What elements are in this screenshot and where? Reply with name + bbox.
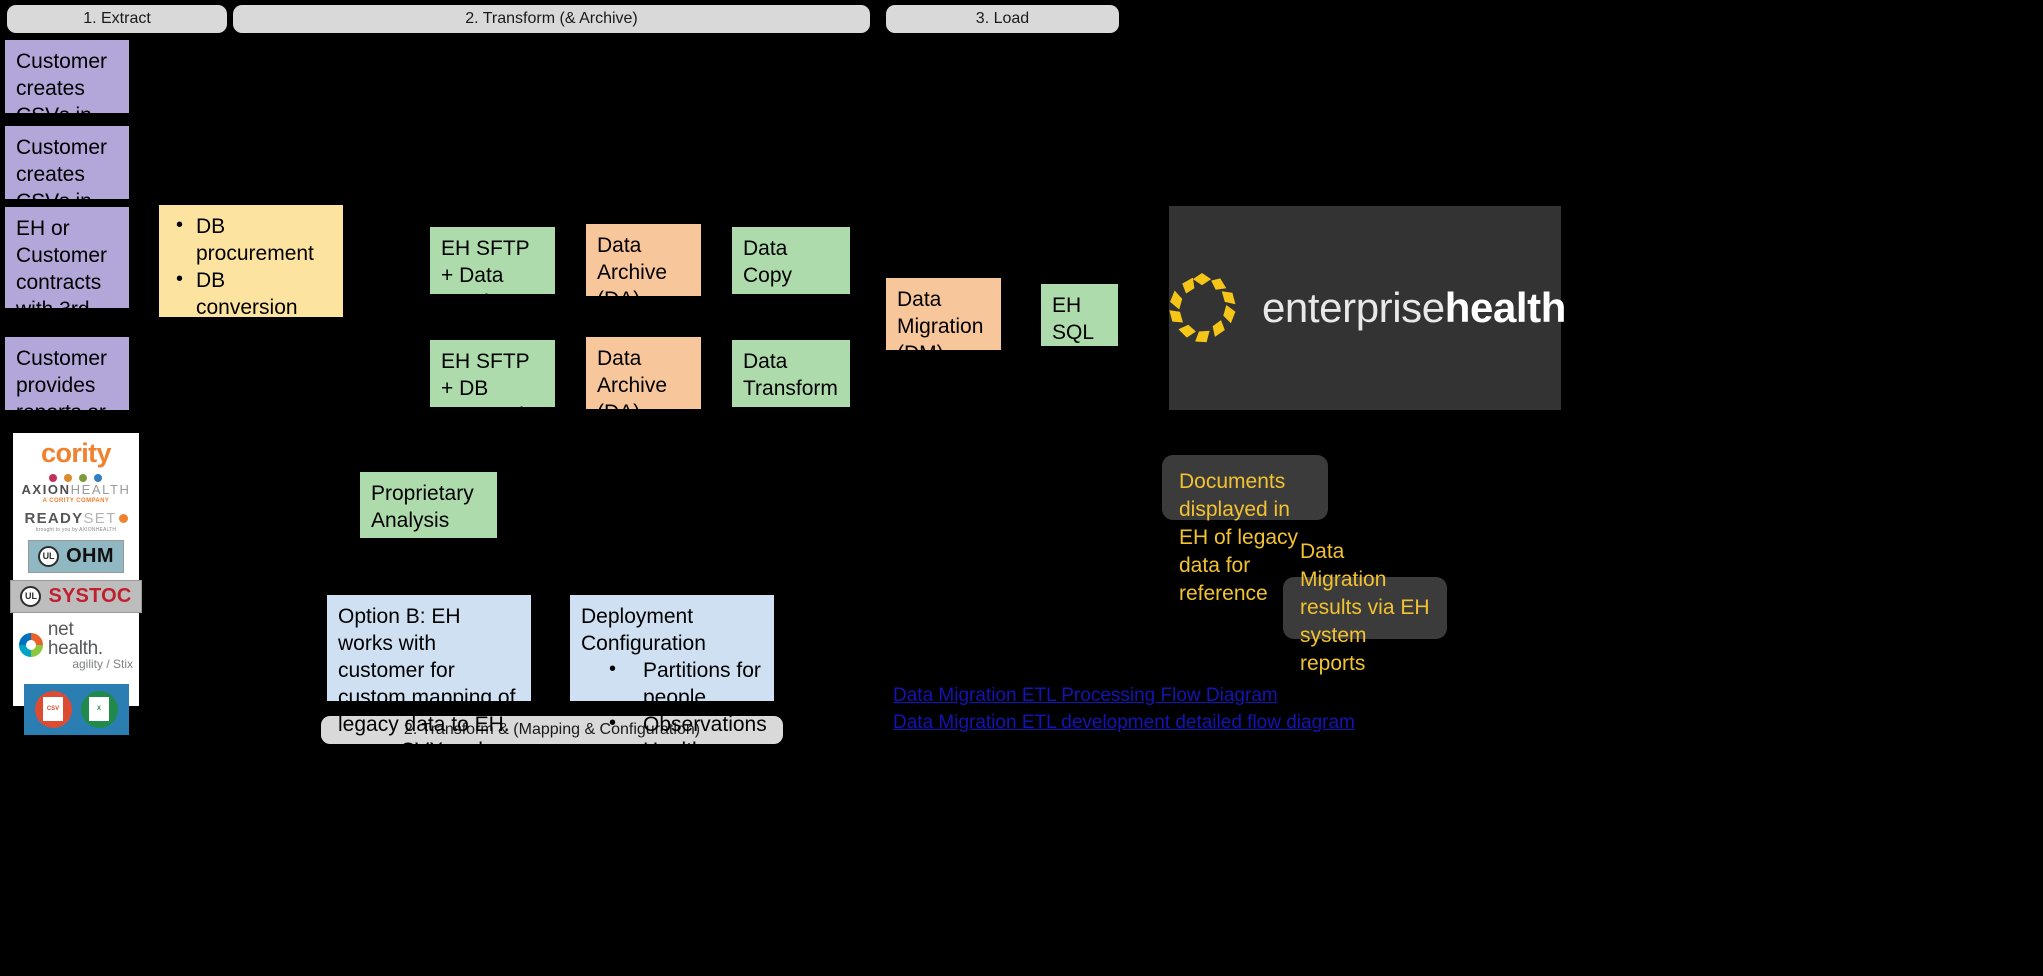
enterprise-health-wordmark: enterprisehealth xyxy=(1262,284,1566,332)
axion-word-bold: HEALTH xyxy=(70,482,131,497)
readyset-dot-icon xyxy=(118,513,128,523)
phase-label: 1. Extract xyxy=(83,10,151,27)
reference-links: Data Migration ETL Processing Flow Diagr… xyxy=(893,683,1355,737)
note-migration-results[interactable]: Data Migration results via EH system rep… xyxy=(1283,540,1447,675)
node-third-party-tasks[interactable]: DB procurement DB conversion Data mappin… xyxy=(159,205,343,480)
task-item: Data validation assistance xyxy=(170,401,332,483)
deployment-title: Deployment Configuration xyxy=(581,605,706,655)
node-text: Data Transform xyxy=(743,350,838,400)
node-data-migration-tables[interactable]: Data Migration (DM) Tables (data staged … xyxy=(886,278,1001,499)
phase-bar-transform-archive[interactable]: 2. Transform (& Archive) xyxy=(233,5,870,33)
ul-mark-icon: UL xyxy=(20,585,42,607)
readyset-tagline: brought to you by AXIONHEALTH xyxy=(35,526,117,533)
node-deployment-configuration[interactable]: Deployment Configuration Partitions for … xyxy=(570,595,774,816)
axion-health-logo: AXIONHEALTH A CORITY COMPANY xyxy=(21,474,130,504)
option-b-title: Option B: EH works with customer for cus… xyxy=(338,605,516,736)
phase-bar-load[interactable]: 3. Load xyxy=(886,5,1119,33)
node-data-archive-tables-2[interactable]: Data Archive (DA) Tables (data stored lo… xyxy=(586,337,701,558)
note-text: Data Migration results via EH system rep… xyxy=(1300,540,1430,675)
node-customer-csv-sql[interactable]: Customer creates CSVs in EH (SQL) API fo… xyxy=(5,126,129,267)
cority-logo: cority xyxy=(41,438,112,468)
node-text: EH SFTP + Data Feed to load as-is xyxy=(441,237,531,341)
enterprise-health-brand-panel: enterprisehealth xyxy=(1169,206,1566,410)
note-text: Documents displayed in EH of legacy data… xyxy=(1179,470,1299,605)
node-eh-sftp-db-conversion[interactable]: EH SFTP + DB Conversion tools xyxy=(430,340,555,454)
net-health-sub: agility / Stix xyxy=(72,656,133,671)
readyset-word-light: SET xyxy=(83,509,117,527)
node-text: Proprietary Analysis tools xyxy=(371,482,474,559)
option-b-list: CVX codes Observations xyxy=(338,737,524,792)
node-text: Data Migration (DM) Tables (data staged … xyxy=(897,288,991,500)
node-data-transform[interactable]: Data Transform xyxy=(732,340,850,407)
enterprise-health-sun-icon xyxy=(1169,273,1236,343)
node-customer-csv-frontend[interactable]: Customer creates CSVs in EH (front-end) … xyxy=(5,40,129,207)
ul-mark-icon: UL xyxy=(38,545,60,567)
node-text: Data Copy xyxy=(743,237,793,287)
node-legacy-reports[interactable]: Customer provides reports or backup of L… xyxy=(5,337,129,504)
net-health-logo: net health. agility / Stix xyxy=(19,620,133,670)
link-processing-flow-diagram[interactable]: Data Migration ETL Processing Flow Diagr… xyxy=(893,685,1278,706)
brand-word-light: enterprise xyxy=(1261,284,1445,331)
csv-label: CSV xyxy=(46,706,60,713)
node-data-archive-tables-1[interactable]: Data Archive (DA) Tables (data stored lo… xyxy=(586,224,701,445)
net-health-main: net health. xyxy=(47,618,103,659)
legacy-systems-logo-panel: cority AXIONHEALTH A CORITY COMPANY READ… xyxy=(10,433,142,735)
option-b-item: Observations xyxy=(338,764,524,792)
node-data-copy[interactable]: Data Copy xyxy=(732,227,850,294)
axion-tagline: A CORITY COMPANY xyxy=(42,497,110,504)
systoc-wordmark: SYSTOC xyxy=(48,584,132,607)
systoc-logo: UL SYSTOC xyxy=(10,579,142,613)
node-text: EH SFTP + DB Conversion tools xyxy=(441,350,548,454)
node-eh-sql-apis[interactable]: EH SQL APIs xyxy=(1041,284,1118,371)
deployment-item: Partitions for people xyxy=(581,657,763,712)
excel-file-icon: X xyxy=(80,690,118,728)
ohm-logo: UL OHM xyxy=(28,539,124,573)
phase-label: 3. Load xyxy=(975,10,1030,27)
net-health-ring-icon xyxy=(19,632,43,657)
csv-file-icon: CSV xyxy=(34,690,72,728)
deployment-list: Partitions for people Observations Healt… xyxy=(581,657,767,792)
node-third-party-contract[interactable]: EH or Customer contracts with 3rd party … xyxy=(5,207,129,401)
deployment-footer: & more xyxy=(581,793,649,817)
readyset-word-bold: READY xyxy=(24,509,84,527)
axion-wordmark: AXIONHEALTH xyxy=(21,483,130,497)
ohm-wordmark: OHM xyxy=(66,544,114,567)
third-party-task-list: DB procurement DB conversion Data mappin… xyxy=(170,213,332,483)
note-documents-displayed[interactable]: Documents displayed in EH of legacy data… xyxy=(1162,455,1328,605)
task-item: DB conversion xyxy=(170,267,332,322)
option-b-item: CVX codes xyxy=(338,737,520,765)
node-option-b-custom-mapping[interactable]: Option B: EH works with customer for cus… xyxy=(327,595,531,790)
link-detailed-flow-diagram[interactable]: Data Migration ETL development detailed … xyxy=(893,711,1355,733)
deployment-item: Health Surveillance xyxy=(581,737,763,792)
node-proprietary-analysis-tools[interactable]: Proprietary Analysis tools xyxy=(360,472,497,559)
task-item: DB procurement xyxy=(170,213,332,268)
file-format-icons: CSV X xyxy=(23,683,129,735)
node-text: Data Archive (DA) Tables (data stored lo… xyxy=(597,347,686,559)
deployment-item: Observations xyxy=(581,711,767,739)
task-item: Data transform xyxy=(170,347,332,402)
axion-dots-icon xyxy=(49,474,103,482)
phase-bar-extract[interactable]: 1. Extract xyxy=(7,5,227,33)
task-item: Data mapping xyxy=(170,321,332,349)
phase-label: 2. Transform (& Archive) xyxy=(465,10,638,27)
net-health-wordmark: net health. agility / Stix xyxy=(48,620,133,670)
node-text: EH SQL APIs xyxy=(1052,294,1097,371)
node-eh-sftp-data-feed[interactable]: EH SFTP + Data Feed to load as-is xyxy=(430,227,555,341)
axion-word-light: AXION xyxy=(21,482,71,497)
brand-word-bold: health xyxy=(1444,284,1567,331)
excel-label: X xyxy=(96,706,101,713)
